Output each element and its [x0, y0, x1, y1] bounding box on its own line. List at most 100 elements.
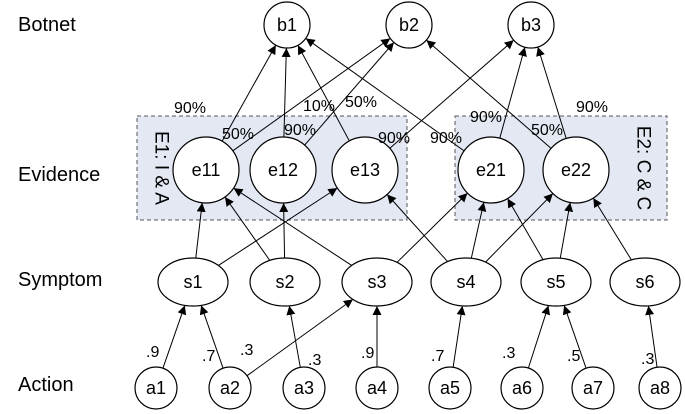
node-label-e21: e21 [476, 160, 506, 180]
node-shape-a5 [428, 366, 472, 410]
edge-label-weight: .7 [202, 348, 215, 365]
node-e21: e21 [457, 136, 525, 204]
node-shape-s5 [520, 257, 592, 307]
node-label-s3: s3 [367, 272, 386, 292]
node-shape-s6 [609, 257, 681, 307]
node-s1: s1 [157, 257, 229, 307]
node-shape-a7 [571, 366, 615, 410]
edge-label-prob: 50% [345, 94, 377, 111]
edge-label-prob: 50% [222, 126, 254, 143]
node-label-e22: e22 [561, 160, 591, 180]
edge-label-weight: .9 [361, 345, 374, 362]
node-e13: e13 [331, 136, 399, 204]
node-label-e13: e13 [350, 160, 380, 180]
edge-s2-to-e12 [279, 202, 289, 259]
edge-s6-to-e22 [592, 197, 632, 261]
node-s6: s6 [609, 257, 681, 307]
edge-a3-to-s2 [286, 305, 301, 368]
edge-s1-to-e13 [218, 187, 338, 266]
edge-e12-to-b2 [304, 42, 395, 146]
nodes-layer: b1 b2 b3 e11 e12 e13 e21 e22 s1 s2 s3 s4 s5 s6 a1 a2 a3 a… [134, 1, 682, 410]
node-label-e12: e12 [268, 160, 298, 180]
node-shape-a1 [134, 366, 178, 410]
node-a4: a4 [355, 366, 399, 410]
node-label-s2: s2 [275, 272, 294, 292]
edge-s5-to-e21 [507, 198, 544, 260]
node-shape-e22 [542, 136, 610, 204]
node-a6: a6 [500, 366, 544, 410]
node-a1: a1 [134, 366, 178, 410]
node-shape-s3 [341, 257, 413, 307]
node-shape-b1 [263, 1, 311, 49]
edge-s4-to-e21 [470, 202, 487, 259]
node-shape-b3 [507, 1, 555, 49]
node-label-s1: s1 [183, 272, 202, 292]
node-shape-s2 [249, 257, 321, 307]
node-s5: s5 [520, 257, 592, 307]
edge-label-prob: 50% [531, 122, 563, 139]
edge-s2-to-e11 [224, 196, 271, 261]
node-s4: s4 [430, 257, 502, 307]
edge-label-weight: .7 [431, 348, 444, 365]
layer-label-symptom: Symptom [18, 269, 102, 291]
edge-label-weight: .3 [641, 351, 654, 368]
edge-e22-to-b3 [536, 46, 567, 139]
edge-e21-to-b3 [499, 47, 527, 139]
node-label-a2: a2 [220, 378, 240, 398]
node-label-a7: a7 [583, 378, 603, 398]
node-label-a5: a5 [440, 378, 460, 398]
edge-label-prob: 10% [303, 98, 335, 115]
edge-e22-to-b2 [426, 39, 552, 149]
edge-label-weight: .3 [240, 342, 253, 359]
node-shape-e11 [172, 136, 240, 204]
edge-a7-to-s5 [562, 305, 587, 369]
node-shape-a2 [208, 366, 252, 410]
node-label-b1: b1 [277, 15, 297, 35]
edge-label-weight: .5 [567, 348, 580, 365]
node-label-b2: b2 [399, 15, 419, 35]
node-shape-a3 [282, 366, 326, 410]
edge-a6-to-s5 [527, 305, 551, 369]
edge-s3-to-e21 [396, 192, 468, 263]
node-shape-a4 [355, 366, 399, 410]
edge-e13-to-b1 [297, 45, 350, 142]
edge-e11-to-b2 [232, 37, 391, 152]
edge-label-prob: 90% [378, 130, 410, 147]
node-shape-b2 [385, 1, 433, 49]
group-label-e1: E1: I & A [151, 131, 172, 205]
node-label-a3: a3 [294, 378, 314, 398]
node-label-s5: s5 [546, 272, 565, 292]
edge-a2-to-s1 [199, 305, 224, 369]
edge-label-prob: 90% [576, 99, 608, 116]
edges-layer [162, 37, 658, 377]
edge-s3-to-e11 [233, 187, 352, 266]
node-e11: e11 [172, 136, 240, 204]
node-a5: a5 [428, 366, 472, 410]
edge-label-prob: 90% [470, 109, 502, 126]
layer-label-action: Action [18, 374, 74, 396]
node-label-a6: a6 [512, 378, 532, 398]
edge-s4-to-e22 [485, 193, 554, 263]
node-label-b3: b3 [521, 15, 541, 35]
node-label-s4: s4 [456, 272, 475, 292]
node-shape-s1 [157, 257, 229, 307]
group-label-e2: E2: C & C [633, 126, 654, 210]
node-e12: e12 [249, 136, 317, 204]
edge-a5-to-s4 [452, 305, 466, 368]
node-label-e11: e11 [192, 160, 221, 180]
edge-label-weight: .3 [502, 345, 515, 362]
edge-a2-to-s3 [246, 298, 354, 377]
node-label-s6: s6 [635, 272, 654, 292]
edge-e13-to-b3 [389, 39, 515, 149]
node-a8: a8 [638, 366, 682, 410]
node-a7: a7 [571, 366, 615, 410]
edge-s4-to-e13 [386, 194, 448, 262]
node-s2: s2 [249, 257, 321, 307]
node-shape-e13 [331, 136, 399, 204]
edge-e21-to-b1 [305, 37, 465, 152]
node-a3: a3 [282, 366, 326, 410]
node-s3: s3 [341, 257, 413, 307]
edge-label-weight: .9 [146, 344, 159, 361]
node-a2: a2 [208, 366, 252, 410]
